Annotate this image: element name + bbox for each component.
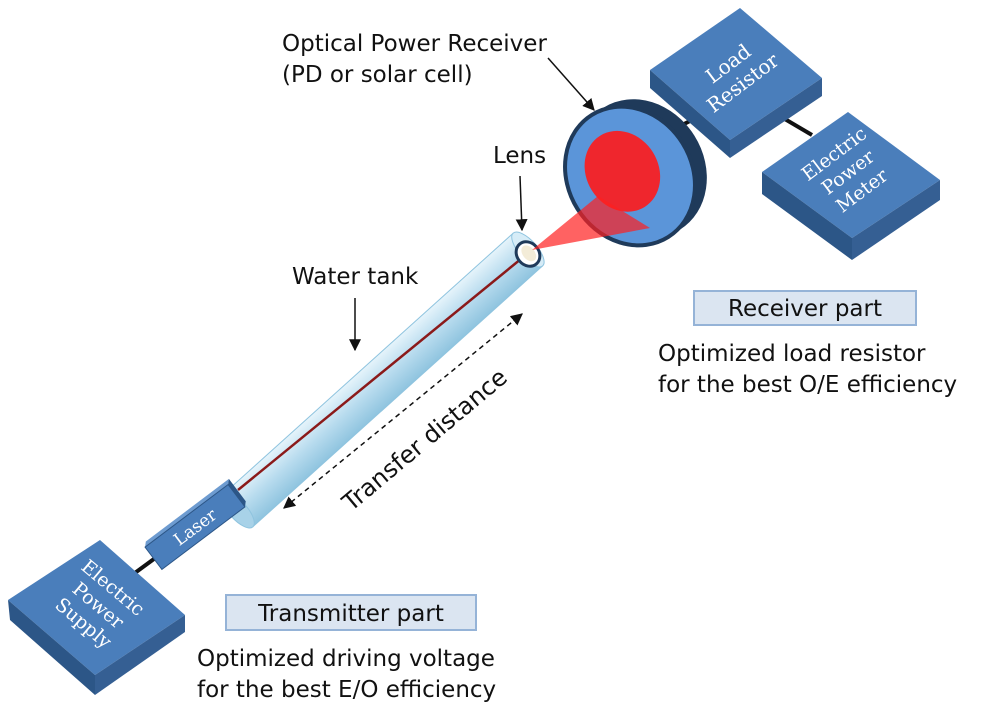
water-tank-label: Water tank	[292, 264, 419, 290]
laser: Laser	[144, 478, 246, 571]
receiver-desc-line1: Optimized load resistor	[658, 341, 926, 367]
lens-label: Lens	[493, 143, 546, 169]
optical-receiver-arrow	[547, 57, 595, 111]
receiver-part-box	[693, 290, 917, 326]
transmitter-desc-line1: Optimized driving voltage	[197, 646, 495, 672]
transmitter-part-box	[225, 594, 477, 631]
receiver-desc-line2: for the best O/E efficiency	[658, 372, 957, 398]
light-cone	[532, 196, 650, 250]
transmitter-desc-line2: for the best E/O efficiency	[197, 677, 496, 703]
load-resistor-box: Load Resistor	[650, 8, 822, 158]
transfer-distance-arrow	[283, 313, 523, 509]
receiver-part-title: Receiver part	[728, 296, 882, 322]
transmitter-part-title: Transmitter part	[257, 601, 444, 627]
lens-arrow	[515, 175, 528, 232]
optical-receiver-label-line1: Optical Power Receiver	[282, 31, 547, 57]
power-supply-box: Electric Power Supply	[8, 540, 185, 695]
power-meter-box: Electric Power Meter	[762, 112, 940, 260]
optical-receiver-label-line2: (PD or solar cell)	[282, 62, 473, 88]
